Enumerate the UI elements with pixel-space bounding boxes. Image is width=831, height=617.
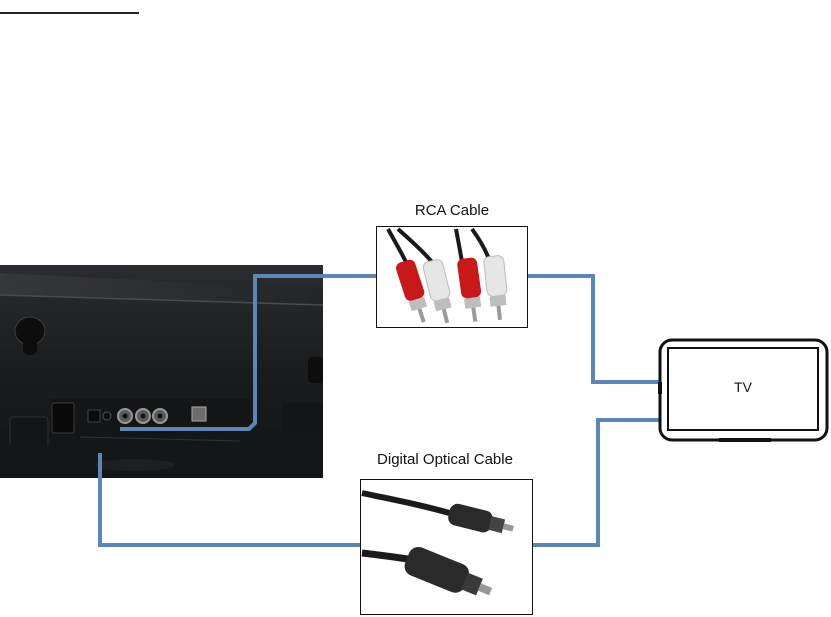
rca-connection-line — [120, 276, 376, 429]
optical-connection-line — [100, 453, 360, 545]
rca-cable-image — [376, 226, 528, 328]
optical-cable-label: Digital Optical Cable — [345, 451, 545, 468]
rca-cable-label: RCA Cable — [376, 202, 528, 219]
optical-cable-image — [360, 479, 533, 615]
optical-to-tv-line — [533, 420, 661, 545]
rca-to-tv-line — [528, 276, 661, 382]
tv-label: TV — [668, 379, 818, 395]
